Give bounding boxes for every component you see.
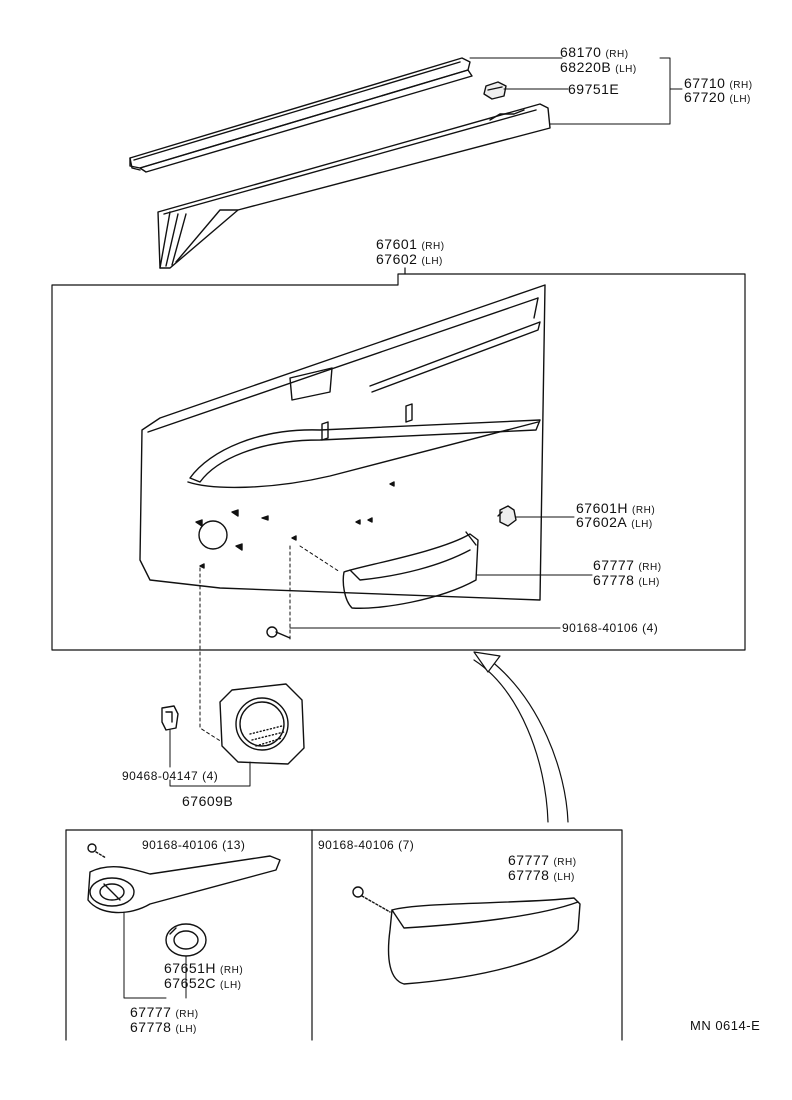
alignment-dashed-lines [199,545,341,743]
leader-lines-left-box [123,911,187,999]
push-retainer-clip [497,505,517,527]
armrest-pad [352,886,581,985]
label-68220b: 68220B(LH) [560,59,637,76]
upper-trim-panel [157,103,551,269]
trim-screw [266,626,291,639]
label-67778-right-box: 67778(LH) [508,867,575,884]
assembly-direction-arrow [473,651,569,823]
label-68170: 68170(RH) [560,44,629,61]
label-67778-left-box: 67778(LH) [130,1019,197,1036]
label-67651h: 67651H(RH) [164,960,244,977]
label-67601: 67601(RH) [376,236,445,253]
label-67609b: 67609B [182,793,234,809]
label-90168-40106-7: 90168-40106 (7) [318,838,415,852]
inner-handle-bezel [87,843,281,914]
label-69751e: 69751E [568,81,620,97]
leader-lines-speaker [169,729,251,787]
door-pull-handle [342,531,479,609]
label-67778-main: 67778(LH) [593,572,660,589]
diagram-reference-code: MN 0614-E [690,1018,761,1033]
inner-handle-knob [165,923,207,957]
label-67652c: 67652C(LH) [164,975,242,992]
speaker-grille-cover [219,683,305,765]
label-90468-04147: 90468-04147 (4) [122,769,219,783]
label-90168-40106-13: 90168-40106 (13) [142,838,246,852]
label-90168-40106-4: 90168-40106 (4) [562,621,659,635]
label-67720: 67720(LH) [684,89,751,106]
trim-clip-part [483,81,507,100]
door-trim-assembly-frame [51,267,746,651]
label-67601h: 67601H(RH) [576,500,656,517]
label-67777-right-box: 67777(RH) [508,852,577,869]
label-67777-left-box: 67777(RH) [130,1004,199,1021]
label-67777-main: 67777(RH) [593,557,662,574]
leader-lines-main [289,516,593,629]
leader-lines-top [469,57,683,125]
speaker-clip [161,705,179,731]
label-67602a: 67602A(LH) [576,514,653,531]
door-trim-board [139,284,546,601]
label-67710: 67710(RH) [684,75,753,92]
label-67602: 67602(LH) [376,251,443,268]
detail-box-right-frame [311,829,623,1041]
door-weatherstrip [129,57,473,173]
